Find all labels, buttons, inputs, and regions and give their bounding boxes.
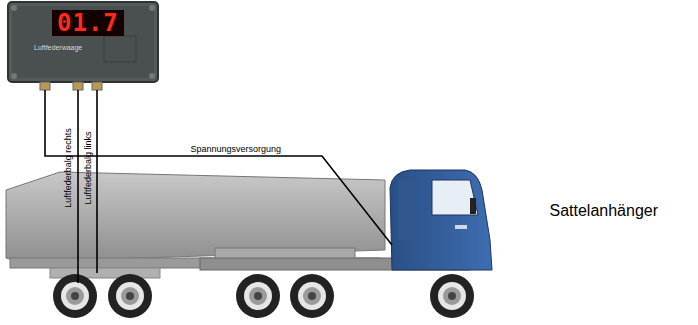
wire-label: Spannungsversorgung	[189, 145, 284, 155]
wheel-part	[254, 292, 262, 300]
wheel-part	[53, 274, 97, 318]
led-display: 01.7	[52, 10, 124, 36]
wheel-part	[308, 292, 316, 300]
wheel-part	[430, 274, 474, 318]
wheel-part	[298, 282, 326, 310]
wheel-part	[108, 274, 152, 318]
device-housing	[8, 2, 158, 82]
vehicle-label: Sattelanhänger	[550, 202, 659, 220]
wheel-part	[290, 274, 334, 318]
wheel-part	[249, 287, 267, 305]
wheels	[53, 274, 474, 318]
wheel-part	[438, 282, 466, 310]
device-panel	[12, 6, 154, 78]
wheel-part	[303, 287, 321, 305]
wheel-part	[121, 287, 139, 305]
wheel-part	[244, 282, 272, 310]
wheel-part	[116, 282, 144, 310]
wheel-part	[71, 292, 79, 300]
truck-cab	[390, 170, 492, 270]
wheel-part	[126, 292, 134, 300]
wires	[45, 90, 392, 283]
wire-label: Luftfederbalg rechts	[64, 128, 74, 208]
device-box: 01.7Luftfederwaage	[12, 6, 154, 78]
device-label: Luftfederwaage	[34, 44, 82, 52]
wheel-part	[448, 292, 456, 300]
wheel-part	[236, 274, 280, 318]
wire-label: Luftfederbalg links	[83, 131, 93, 204]
wheel-part	[66, 287, 84, 305]
device-window	[104, 36, 136, 62]
wheel-part	[61, 282, 89, 310]
wheel-part	[443, 287, 461, 305]
